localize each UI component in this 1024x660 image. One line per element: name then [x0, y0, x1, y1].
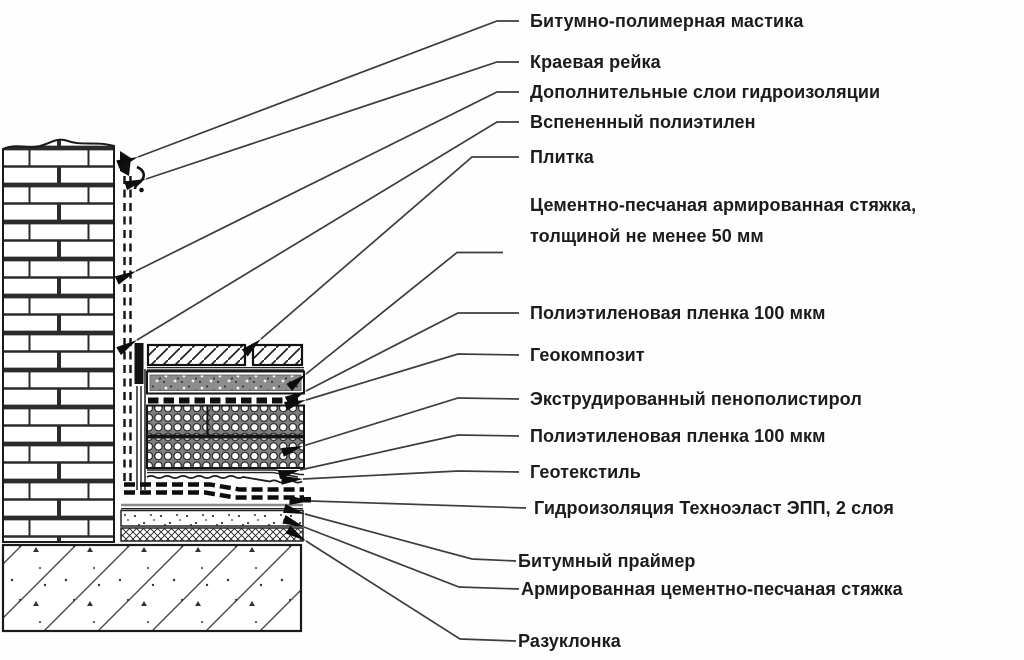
label-xps: Экструдированный пенополистирол [530, 389, 862, 409]
waterproofing-membrane-2-layers [124, 482, 304, 500]
label-geocomposite: Геокомпозит [530, 345, 645, 365]
wall-upstand-membrane [123, 176, 132, 484]
foamed-pe-joint-strip [134, 343, 144, 384]
label-mastic: Битумно-полимерная мастика [530, 11, 804, 31]
label-slope: Разуклонка [518, 631, 622, 651]
label-top-screed-line1: Цементно-песчаная армированная стяжка, [530, 195, 916, 215]
label-top-screed-line2: толщиной не менее 50 мм [530, 226, 764, 246]
leader-tiles [241, 156, 519, 357]
label-film-lower: Полиэтиленовая пленка 100 мкм [530, 426, 826, 446]
leader-primer [283, 503, 517, 562]
leader-film-lower [278, 434, 520, 480]
mastic-seal [120, 151, 131, 176]
leader-edge-rail [124, 61, 519, 191]
leader-xps [281, 397, 520, 457]
geotextile [146, 475, 303, 484]
label-base-screed: Армированная цементно-песчаная стяжка [521, 579, 904, 599]
structure [1, 138, 311, 633]
label-upstand: Дополнительные слои гидроизоляции [530, 82, 880, 102]
label-waterproofing: Гидроизоляция Техноэласт ЭПП, 2 слоя [534, 498, 894, 518]
floor-tile-left [146, 343, 247, 367]
leader-geocomposite [284, 353, 520, 411]
floor-tile-right [251, 343, 304, 367]
leader-slope [285, 525, 517, 642]
label-film-upper: Полиэтиленовая пленка 100 мкм [530, 303, 826, 323]
xps-insulation [146, 404, 305, 469]
leader-mastic [116, 20, 519, 169]
leader-upstand [114, 91, 519, 285]
label-edge-rail: Краевая рейка [530, 52, 662, 72]
leader-waterproofing [289, 495, 527, 509]
leader-lines [114, 20, 527, 642]
upstand-film-edges [136, 369, 146, 490]
base-reinforced-screed [120, 509, 304, 527]
leader-film-upper [284, 312, 519, 405]
brick-wall [2, 138, 115, 543]
leader-base-screed [282, 514, 520, 590]
label-foam-pe: Вспененный полиэтилен [530, 112, 756, 132]
edge-rail [133, 165, 146, 193]
concrete-slab [1, 543, 303, 633]
labels: Битумно-полимерная мастика Краевая рейка… [518, 11, 916, 651]
slope-forming-layer [120, 527, 304, 542]
leader-top-screed [286, 251, 503, 392]
label-geotextile: Геотекстиль [530, 462, 641, 482]
label-primer: Битумный праймер [518, 551, 696, 571]
leader-geotextile [281, 470, 520, 485]
leader-foam-pe [116, 121, 519, 356]
top-reinforced-screed [146, 370, 305, 395]
label-tiles: Плитка [530, 147, 595, 167]
tile-adhesive-lines [147, 367, 304, 371]
membrane-end-tab [302, 497, 311, 503]
